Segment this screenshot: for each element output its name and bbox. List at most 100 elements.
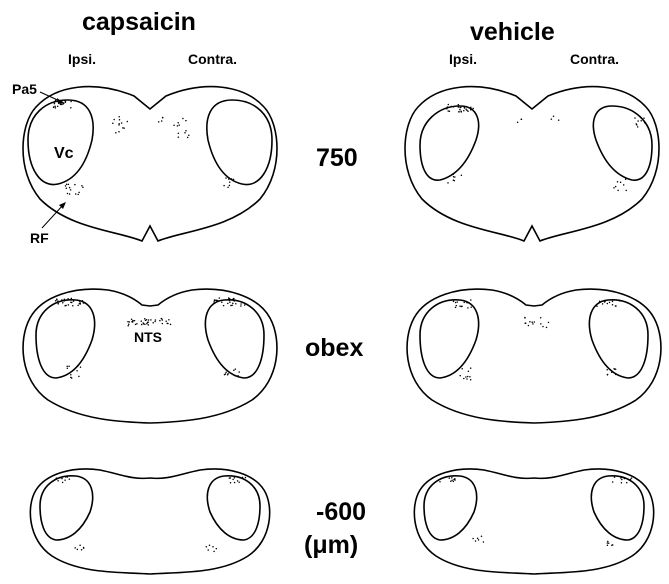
labeled-neuron-dots — [53, 100, 646, 553]
neuron-dot — [464, 106, 466, 108]
neuron-dot — [461, 111, 463, 113]
neuron-dot — [223, 185, 225, 187]
neuron-dot — [234, 482, 236, 484]
neuron-dot — [136, 323, 138, 325]
neuron-dot — [232, 298, 234, 300]
neuron-dot — [233, 179, 235, 181]
neuron-dot — [78, 192, 80, 194]
neuron-dot — [453, 176, 455, 178]
neuron-dot — [227, 303, 229, 305]
neuron-dot — [216, 300, 218, 302]
neuron-dot — [245, 477, 247, 479]
neuron-dot — [178, 136, 180, 138]
neuron-dot — [532, 323, 534, 325]
neuron-dot — [64, 305, 66, 307]
neuron-dot — [118, 131, 120, 133]
neuron-dot — [459, 375, 461, 377]
neuron-dot — [141, 320, 143, 322]
neuron-dot — [178, 124, 180, 126]
neuron-dot — [483, 541, 485, 543]
neuron-dot — [230, 482, 232, 484]
section-capsaicin-minus600 — [30, 469, 269, 574]
neuron-dot — [127, 321, 129, 323]
neuron-dot — [73, 300, 75, 302]
neuron-dot — [607, 303, 609, 305]
neuron-dot — [468, 371, 470, 373]
neuron-dot — [121, 122, 123, 124]
neuron-dot — [463, 302, 465, 304]
neuron-dot — [472, 538, 474, 540]
neuron-dot — [623, 184, 625, 186]
section-capsaicin-750 — [17, 82, 283, 251]
neuron-dot — [459, 305, 461, 307]
neuron-dot — [65, 101, 67, 103]
neuron-dot — [551, 118, 553, 120]
neuron-dot — [79, 302, 81, 304]
neuron-dot — [229, 302, 231, 304]
neuron-dot — [233, 300, 235, 302]
neuron-dot — [234, 477, 236, 479]
neuron-dot — [463, 378, 465, 380]
neuron-dot — [631, 477, 633, 479]
neuron-dot — [53, 107, 55, 109]
neuron-dot — [229, 181, 231, 183]
neuron-dot — [71, 298, 73, 300]
neuron-dot — [517, 121, 519, 123]
neuron-dot — [626, 482, 628, 484]
neuron-dot — [455, 302, 457, 304]
neuron-dot — [450, 106, 452, 108]
neuron-dot — [540, 317, 542, 319]
neuron-dot — [470, 379, 472, 381]
neuron-dot — [213, 551, 215, 553]
neuron-dot — [131, 321, 133, 323]
neuron-dot — [531, 321, 533, 323]
neuron-dot — [55, 300, 57, 302]
neuron-dot — [240, 303, 242, 305]
neuron-dot — [621, 479, 623, 481]
neuron-dot — [542, 326, 544, 328]
neuron-dot — [637, 126, 639, 128]
neuron-dot — [219, 297, 221, 299]
neuron-dot — [131, 318, 133, 320]
neuron-dot — [451, 479, 453, 481]
neuron-dot — [612, 304, 614, 306]
neuron-dot — [57, 303, 59, 305]
neuron-dot — [454, 180, 456, 182]
neuron-dot — [606, 369, 608, 371]
neuron-dot — [231, 178, 233, 180]
neuron-dot — [67, 193, 69, 195]
neuron-dot — [615, 186, 617, 188]
neuron-dot — [478, 539, 480, 541]
neuron-dot — [134, 320, 136, 322]
neuron-dot — [461, 306, 463, 308]
neuron-dot — [609, 302, 611, 304]
section-vehicle-750 — [405, 87, 659, 241]
neuron-dot — [614, 476, 616, 478]
neuron-dot — [467, 376, 469, 378]
neuron-dot — [453, 481, 455, 483]
neuron-dot — [458, 106, 460, 108]
section-vehicle-obex — [407, 289, 661, 423]
neuron-dot — [228, 178, 230, 180]
neuron-dot — [470, 107, 472, 109]
neuron-dot — [636, 124, 638, 126]
neuron-dot — [458, 111, 460, 113]
neuron-dot — [447, 106, 449, 108]
neuron-dot — [607, 545, 609, 547]
neuron-dot — [458, 104, 460, 106]
neuron-dot — [60, 104, 62, 106]
neuron-dot — [640, 120, 642, 122]
neuron-dot — [58, 102, 60, 104]
neuron-dot — [184, 132, 186, 134]
neuron-dot — [463, 110, 465, 112]
neuron-dot — [240, 305, 242, 307]
neuron-dot — [465, 376, 467, 378]
neuron-dot — [206, 546, 208, 548]
neuron-dot — [611, 372, 613, 374]
neuron-dot — [453, 106, 455, 108]
neuron-dot — [470, 109, 472, 111]
neuron-dot — [455, 307, 457, 309]
neuron-dot — [454, 176, 456, 178]
neuron-dot — [62, 102, 64, 104]
